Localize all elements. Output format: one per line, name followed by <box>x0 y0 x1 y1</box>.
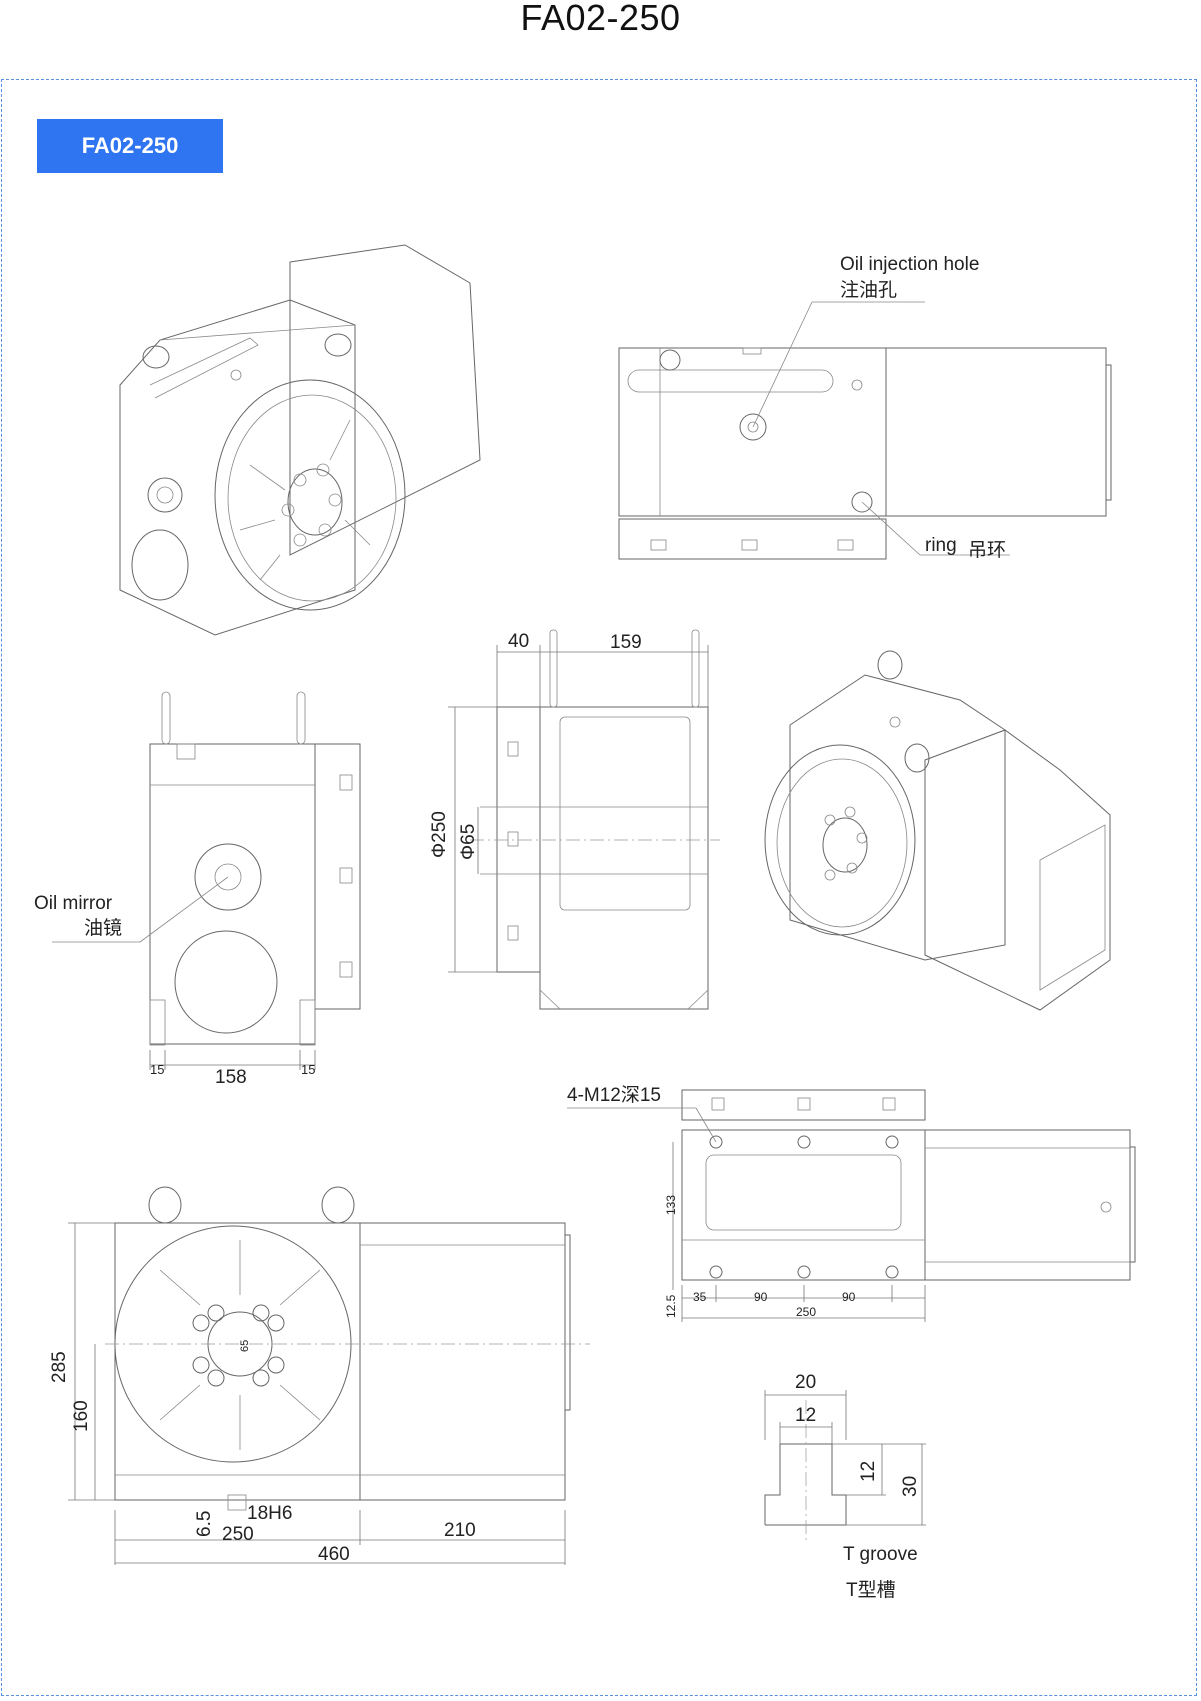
dim-plan-motor: 210 <box>444 1520 476 1541</box>
dim-top-third: 90 <box>842 1290 856 1304</box>
drawing-frame <box>1 79 1197 1696</box>
side-view-left <box>52 691 361 1070</box>
oil-injection-label-en: Oil injection hole <box>840 254 979 275</box>
oil-mirror-label-en: Oil mirror <box>34 893 113 914</box>
dim-front-width: 159 <box>610 632 642 653</box>
isometric-view-front <box>119 244 481 636</box>
front-view-center <box>448 629 720 1010</box>
ring-label-en: ring <box>925 535 957 556</box>
t-groove-detail <box>764 1390 926 1540</box>
oil-mirror-label-zh: 油镜 <box>84 917 122 939</box>
dim-plan-key-depth: 6.5 <box>194 1511 215 1537</box>
dim-top-height: 133 <box>664 1195 678 1215</box>
dim-top-first: 35 <box>693 1290 707 1304</box>
page-title: FA02-250 <box>520 0 681 38</box>
ring-label-zh: 吊环 <box>968 540 1006 561</box>
dim-side-width: 158 <box>215 1067 247 1088</box>
model-badge: FA02-250 <box>37 119 223 173</box>
dim-side-right: 15 <box>301 1062 315 1077</box>
dim-side-left: 15 <box>150 1062 164 1077</box>
dim-plan-bore: 65 <box>239 1340 251 1352</box>
dim-front-dia-inner: Φ65 <box>458 824 479 860</box>
t-groove-label-en: T groove <box>843 1544 918 1565</box>
top-view-bottom-right <box>567 1089 1136 1322</box>
dim-plan-height-center: 160 <box>71 1400 92 1432</box>
plan-view-bottom-left <box>68 1186 590 1565</box>
dim-tslot-inner: 12 <box>795 1405 816 1426</box>
dim-tslot-outer: 20 <box>795 1372 816 1393</box>
dim-top-bottom: 12.5 <box>664 1294 678 1318</box>
dim-front-dia-outer: Φ250 <box>429 811 450 858</box>
dim-plan-height-total: 285 <box>49 1351 70 1383</box>
dim-top-second: 90 <box>754 1290 768 1304</box>
dim-tslot-depth-total: 30 <box>900 1476 921 1497</box>
isometric-view-rear <box>764 650 1111 1011</box>
t-groove-label-zh: T型槽 <box>846 1579 896 1601</box>
dim-front-offset: 40 <box>508 631 529 652</box>
side-view-top-right <box>618 301 1112 560</box>
dim-plan-table: 250 <box>222 1524 254 1545</box>
dim-top-total: 250 <box>796 1305 816 1319</box>
dim-tslot-depth-inner: 12 <box>858 1461 879 1482</box>
dim-plan-total: 460 <box>318 1544 350 1565</box>
oil-injection-label-zh: 注油孔 <box>840 279 897 301</box>
dim-plan-key: 18H6 <box>247 1503 292 1524</box>
mounting-holes-label: 4-M12深15 <box>567 1084 661 1106</box>
